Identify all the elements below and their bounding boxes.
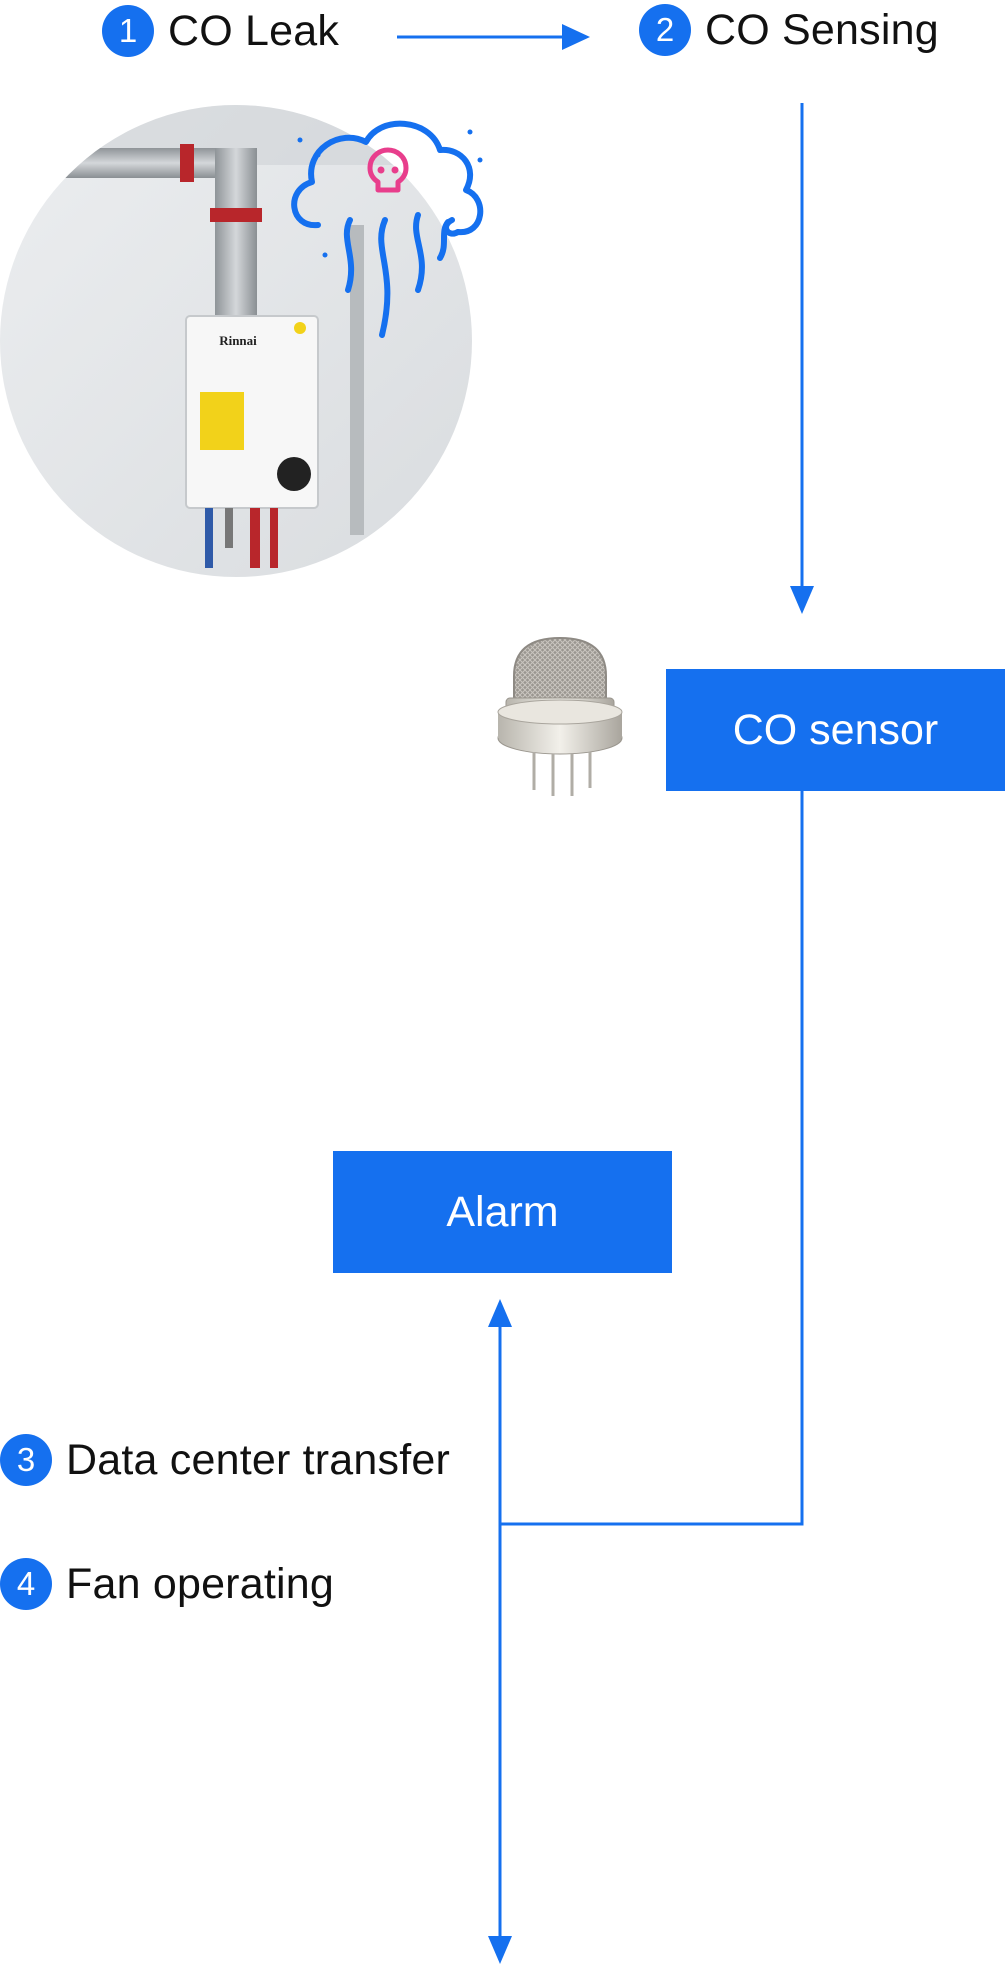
sensor-photo <box>497 636 623 796</box>
arrow-junction-down <box>488 1524 512 1964</box>
arrow-sensing-to-sensor <box>790 103 814 614</box>
step-label: Data center transfer <box>66 1435 451 1484</box>
step-fan-operating: 4 Fan operating <box>0 1558 334 1610</box>
step-label: CO Leak <box>168 6 340 55</box>
step-number-badge: 2 <box>639 4 691 56</box>
step-number-badge: 3 <box>0 1434 52 1486</box>
arrow-leak-to-sensing <box>397 24 590 50</box>
step-co-sensing: 2 CO Sensing <box>639 4 939 56</box>
line-sensor-to-junction <box>500 790 804 1526</box>
step-label: CO Sensing <box>705 5 939 54</box>
arrow-junction-to-alarm <box>488 1299 512 1524</box>
step-number-badge: 1 <box>102 5 154 57</box>
alarm-box: Alarm <box>333 1151 672 1273</box>
step-label: Fan operating <box>66 1559 334 1608</box>
toxic-gas-cloud-icon <box>291 120 484 338</box>
step-number-badge: 4 <box>0 1558 52 1610</box>
skull-icon <box>367 147 409 193</box>
svg-text:Rinnai: Rinnai <box>219 333 257 348</box>
step-co-leak: 1 CO Leak <box>102 5 339 57</box>
co-sensor-box: CO sensor <box>666 669 1005 791</box>
step-data-center-transfer: 3 Data center transfer <box>0 1434 450 1486</box>
